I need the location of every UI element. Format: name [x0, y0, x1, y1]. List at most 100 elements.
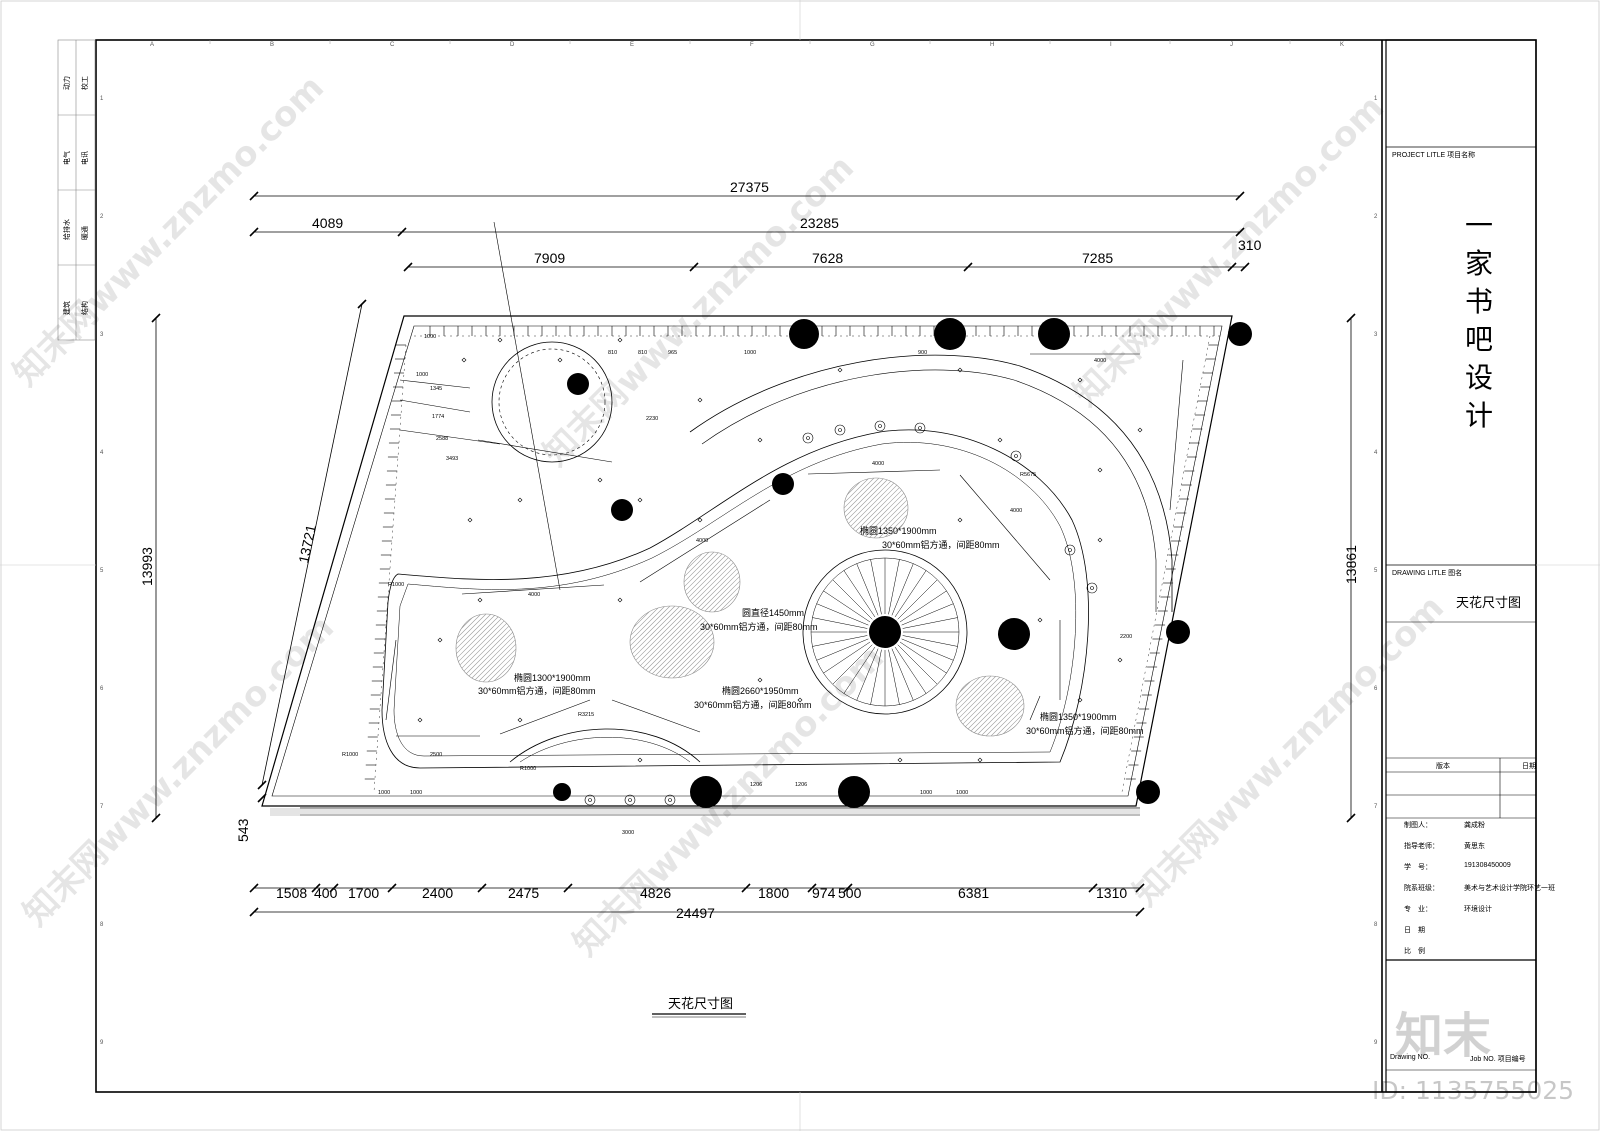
- stamp-label: 建筑: [64, 301, 71, 315]
- dim-top-segment: 4089: [312, 215, 343, 231]
- radial-slat: [832, 579, 873, 620]
- ceiling-marker: [637, 497, 643, 503]
- small-dimension-label: 1000: [956, 790, 968, 796]
- ceiling-marker: [1097, 537, 1103, 543]
- downlight: [1038, 318, 1070, 350]
- dim-top-segment: 23285: [800, 215, 839, 231]
- radial-slat: [902, 635, 958, 647]
- project-name-char: 家: [1465, 249, 1494, 280]
- title-row-label: 专 业：: [1404, 906, 1432, 913]
- dim-top-segment: 7909: [534, 250, 565, 266]
- title-row-label: 院系班级：: [1404, 885, 1439, 892]
- grid-column-label: B: [270, 42, 274, 48]
- watermark-id: ID: 1135755025: [1372, 1076, 1575, 1105]
- dim-overall-bottom: 24497: [676, 905, 715, 921]
- ceiling-marker: [517, 717, 523, 723]
- dimension-tick: [249, 883, 259, 893]
- ceiling-fixture: [874, 420, 886, 432]
- stamp-label: 电气: [64, 151, 71, 165]
- radial-slat: [816, 638, 869, 661]
- stamp-label: 给排水: [64, 219, 71, 240]
- dim-top-segment: 7285: [1082, 250, 1113, 266]
- grid-row-label: 4: [100, 450, 104, 456]
- dimension-tick: [1346, 313, 1356, 323]
- downlight: [869, 616, 901, 648]
- dim-bottom-segment: 1700: [348, 885, 379, 901]
- downlight: [934, 318, 966, 350]
- annotation-ellipse-a: 椭圆1350*1900mm: [860, 525, 937, 536]
- grid-column-label: C: [390, 42, 395, 48]
- grid-row-label: 3: [100, 332, 104, 338]
- dimension-tick: [1235, 191, 1245, 201]
- radial-slat: [823, 590, 871, 623]
- ceiling-marker: [497, 337, 503, 343]
- annotation-ellipse-c: 椭圆2660*1950mm: [722, 685, 799, 696]
- dimension-tick: [257, 793, 267, 803]
- dimension-tick: [1135, 907, 1145, 917]
- grid-column-label: I: [1110, 42, 1112, 48]
- grid-column-label: K: [1340, 42, 1344, 48]
- job-no-label: Job NO. 项目编号: [1470, 1056, 1526, 1063]
- small-dimension-label: 1206: [750, 782, 762, 788]
- dimension-tick: [357, 299, 367, 309]
- ceiling-marker: [957, 517, 963, 523]
- radial-slat: [856, 648, 879, 701]
- title-row-value: 龚成粉: [1464, 822, 1485, 829]
- radial-slat: [843, 646, 876, 694]
- ceiling-marker: [977, 757, 983, 763]
- radial-slat: [899, 590, 947, 623]
- grid-column-label: F: [750, 42, 754, 48]
- downlight: [789, 319, 819, 349]
- small-dimension-label: 2200: [1120, 634, 1132, 640]
- dim-bottom-segment: 974: [812, 885, 836, 901]
- dim-bottom-segment: 1508: [276, 885, 307, 901]
- small-dimension-label: 4000: [872, 461, 884, 467]
- project-name-char: 计: [1465, 401, 1494, 432]
- small-dimension-label: 1000: [424, 334, 436, 340]
- grid-column-label: J: [1230, 42, 1233, 48]
- ceiling-marker: [1137, 427, 1143, 433]
- grid-row-label: 9: [100, 1040, 104, 1046]
- downlight: [1228, 322, 1252, 346]
- stamp-label: 暖通: [82, 226, 89, 240]
- version-label: 版本: [1436, 763, 1450, 770]
- ceiling-marker: [477, 597, 483, 603]
- dimension-tick: [689, 262, 699, 272]
- grid-row-label: 6: [100, 686, 104, 692]
- hatched-ellipse: [683, 551, 741, 613]
- dim-bottom-segment: 1800: [758, 885, 789, 901]
- annotation-ellipse-d-note: 30*60mm铝方通，间距80mm: [1026, 725, 1144, 736]
- ceiling-fixture: [834, 424, 846, 436]
- title-row-label: 制图人：: [1404, 822, 1432, 829]
- small-dimension-label: 1774: [432, 414, 444, 420]
- ceiling-marker: [997, 437, 1003, 443]
- title-block-frame: [1385, 39, 1537, 1093]
- ceiling-marker: [757, 677, 763, 683]
- ceiling-fixture: [1010, 450, 1022, 462]
- small-dimension-label: 1000: [744, 350, 756, 356]
- dimension-tick: [151, 813, 161, 823]
- dim-bottom-segment: 6381: [958, 885, 989, 901]
- title-row-value: 黄思东: [1464, 843, 1485, 850]
- stamp-label: 结构: [82, 301, 89, 315]
- ceiling-marker: [757, 437, 763, 443]
- title-row-value: 191308450009: [1464, 862, 1511, 869]
- title-row-value: 环境设计: [1464, 906, 1492, 913]
- small-dimension-label: 3000: [622, 830, 634, 836]
- project-name-char: 设: [1465, 363, 1494, 394]
- title-row-label: 比 例: [1404, 948, 1425, 955]
- small-dimension-label: 3493: [446, 456, 458, 462]
- annotation-ellipse-b-note: 30*60mm铝方通，间距80mm: [478, 685, 596, 696]
- small-dimension-label: 810: [638, 350, 647, 356]
- dimension-tick: [1346, 813, 1356, 823]
- grid-row-label: 9: [1374, 1040, 1378, 1046]
- small-dimension-label: 4000: [1094, 358, 1106, 364]
- ceiling-fixture: [584, 794, 596, 806]
- ceiling-marker: [1077, 377, 1083, 383]
- grid-column-label: G: [870, 42, 875, 48]
- ceiling-marker: [797, 697, 803, 703]
- small-dimension-label: 4000: [1010, 508, 1022, 514]
- ceiling-fixture: [1086, 582, 1098, 594]
- small-dimension-label: R3215: [578, 712, 594, 718]
